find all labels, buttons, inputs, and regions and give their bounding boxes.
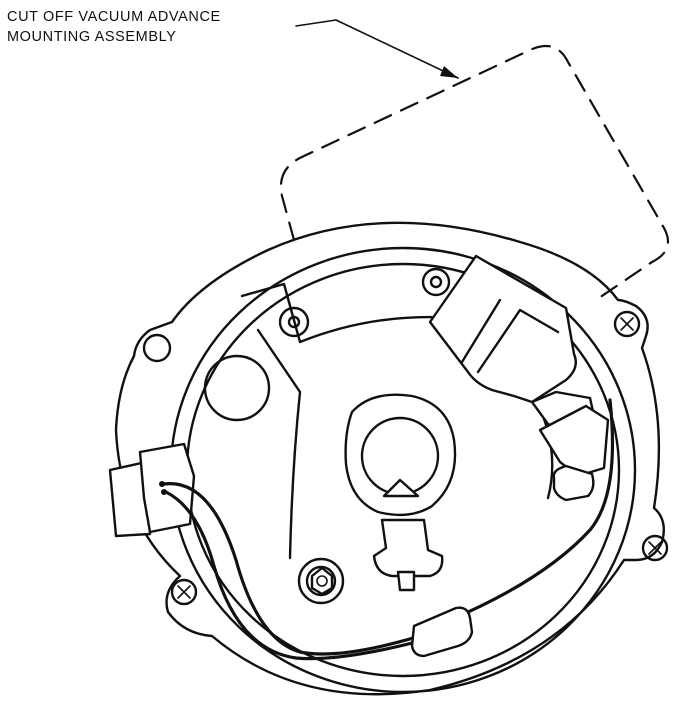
distributor-shaft — [344, 393, 457, 592]
plate-hole-2 — [421, 267, 451, 297]
removed-vacuum-mount-outline — [279, 44, 670, 302]
left-lug-hole — [142, 333, 172, 363]
screw-bottom-left — [170, 578, 198, 606]
housing-flange — [114, 221, 665, 696]
wire-inline-connector — [410, 606, 474, 658]
screw-top-right — [613, 310, 641, 338]
leader-arrow — [295, 19, 459, 79]
screw-right — [641, 534, 669, 562]
plate-bolt — [297, 557, 345, 605]
plate-hole-1 — [278, 306, 310, 338]
pickup-connector — [428, 254, 596, 436]
callout-line-2: MOUNTING ASSEMBLY — [7, 29, 177, 45]
plate-recess — [203, 354, 271, 422]
harness-connector — [108, 442, 196, 538]
terminal-clip — [538, 404, 610, 502]
plate-edge — [256, 328, 302, 560]
pickup-wires — [162, 398, 615, 661]
callout-label: CUT OFF VACUUM ADVANCE MOUNTING ASSEMBLY — [7, 7, 221, 47]
callout-line-1: CUT OFF VACUUM ADVANCE — [7, 9, 221, 25]
